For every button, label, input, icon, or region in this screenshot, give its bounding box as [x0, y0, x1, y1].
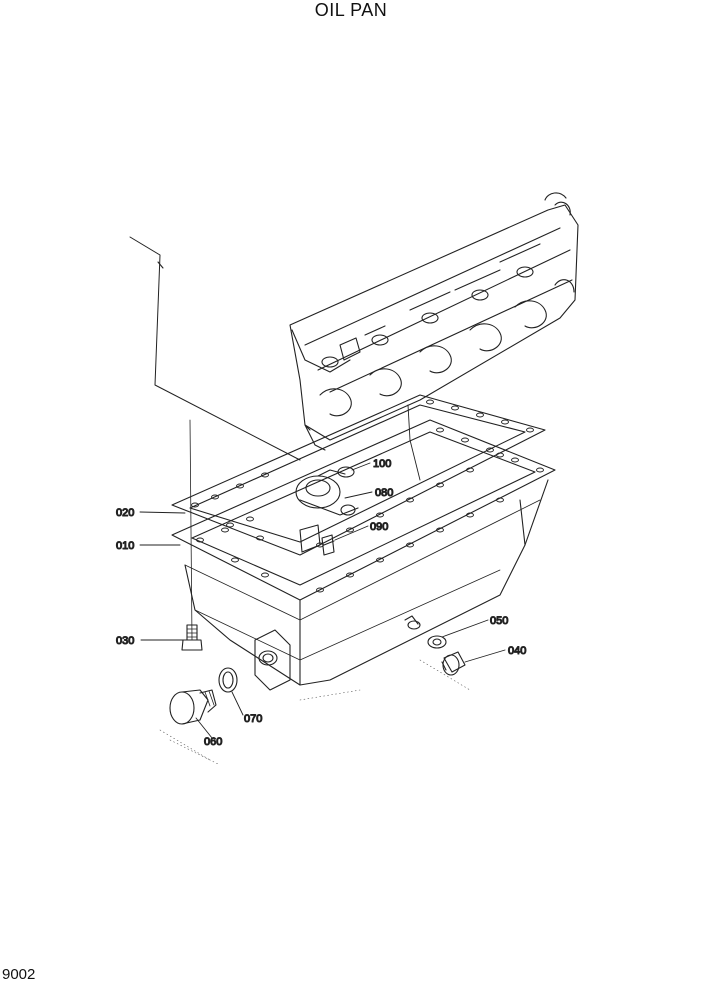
- callout-030: 030: [116, 635, 134, 647]
- leader-lines: [139, 462, 506, 739]
- plug-040: [441, 651, 466, 676]
- leader-070: [231, 691, 244, 716]
- leader-080: [344, 491, 373, 499]
- callout-100: 100: [373, 458, 391, 470]
- bolt-030: [181, 624, 203, 651]
- callout-020: 020: [116, 507, 134, 519]
- page-title: OIL PAN: [314, 0, 388, 20]
- engine-block: [289, 192, 579, 481]
- washer-050: [427, 635, 447, 649]
- leader-020: [139, 511, 186, 514]
- leader-050: [441, 619, 489, 638]
- leader-060: [195, 717, 213, 739]
- callout-060: 060: [204, 736, 222, 748]
- leader-100: [351, 462, 371, 471]
- engine-outline-left: [129, 236, 301, 641]
- callout-labels: 100 080 090 020 010 050 040 030 070 060: [115, 457, 526, 748]
- drain-plug-060: [169, 689, 217, 725]
- callout-080: 080: [375, 487, 393, 499]
- o-ring-100: [337, 466, 355, 478]
- plug-side-boss: [407, 620, 421, 630]
- gasket-upper: [171, 394, 546, 556]
- oil-strainer: [295, 466, 359, 556]
- gasket-lower: [171, 419, 556, 601]
- callout-050: 050: [490, 615, 508, 627]
- leader-040: [464, 649, 506, 663]
- callout-090: 090: [370, 521, 388, 533]
- callout-040: 040: [508, 645, 526, 657]
- leader-090: [334, 525, 369, 541]
- washer-070: [218, 667, 238, 693]
- page-number: 9002: [2, 966, 36, 983]
- oil-pan-body: [184, 479, 549, 691]
- shading-dots: [159, 659, 471, 766]
- callout-010: 010: [116, 540, 134, 552]
- callout-070: 070: [244, 713, 262, 725]
